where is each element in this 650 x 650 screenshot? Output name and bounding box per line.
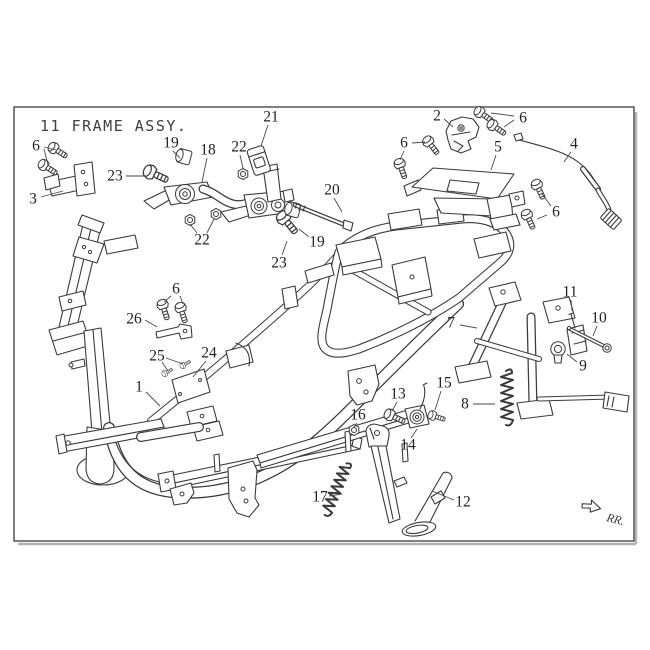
- part-callout-2: 2: [433, 108, 441, 125]
- part-callout-23: 23: [271, 255, 287, 272]
- part-callout-10: 10: [591, 310, 607, 327]
- part-callout-3: 3: [29, 191, 37, 208]
- leader-line-part-6: [179, 295, 184, 305]
- leader-line-part-18: [201, 157, 208, 183]
- leader-line-part-1: [145, 391, 161, 407]
- lock-cable-drawing: [513, 132, 622, 230]
- rr-label: RR.: [604, 510, 626, 528]
- rr-direction-marker: RR.: [581, 499, 626, 528]
- part-callout-6: 6: [552, 204, 560, 221]
- part-callout-17: 17: [312, 489, 328, 506]
- part-callout-13: 13: [390, 386, 406, 403]
- part-callout-4: 4: [570, 136, 578, 153]
- leader-line-part-22: [239, 154, 244, 169]
- part-callout-22: 22: [231, 139, 247, 156]
- stand-springs-drawing: [322, 368, 514, 517]
- front-bracket-drawing: [43, 161, 96, 197]
- seat-lock-drawing: [445, 116, 480, 154]
- leader-line-part-6: [163, 295, 172, 303]
- leader-line-part-16: [353, 422, 358, 428]
- leader-line-part-11: [570, 299, 573, 312]
- leader-line-part-4: [563, 151, 572, 163]
- leader-line-part-24: [192, 360, 207, 378]
- leader-line-part-2: [443, 118, 454, 128]
- part-callout-24: 24: [201, 345, 217, 362]
- leader-line-part-12: [431, 490, 455, 501]
- part-callout-18: 18: [200, 142, 216, 159]
- hardware-drawing: [35, 103, 612, 437]
- page-title: 11 FRAME ASSY.: [40, 117, 187, 135]
- part-callout-23: 23: [107, 168, 123, 185]
- leader-line-part-23: [281, 240, 288, 256]
- leader-line-part-14: [410, 428, 418, 439]
- leader-line-part-9: [566, 353, 578, 363]
- leader-line-part-25: [165, 357, 184, 365]
- part-callout-6: 6: [172, 281, 180, 298]
- side-stand-drawing: [365, 423, 453, 537]
- part-callout-1: 1: [135, 379, 143, 396]
- part-callout-5: 5: [494, 139, 502, 156]
- engine-hanger-drawing: [143, 163, 295, 223]
- leader-line-part-13: [391, 401, 398, 412]
- part-callout-20: 20: [324, 182, 340, 199]
- part-callout-11: 11: [563, 284, 578, 301]
- leader-line-part-10: [592, 325, 598, 337]
- carrier-bracket-drawing: [403, 167, 526, 231]
- leader-line-part-6: [43, 148, 49, 166]
- leader-line-part-6: [536, 214, 548, 220]
- part-callout-19: 19: [163, 135, 179, 152]
- leader-line-part-17: [328, 493, 343, 497]
- leader-line-part-15: [434, 390, 442, 411]
- leader-line-part-3: [40, 190, 64, 198]
- leader-line-part-6: [503, 119, 515, 128]
- part-callout-9: 9: [579, 358, 587, 375]
- leader-line-part-5: [490, 154, 497, 171]
- leader-line-part-19: [172, 150, 181, 159]
- part-callout-6: 6: [400, 135, 408, 152]
- leader-line-part-22: [189, 223, 198, 234]
- part-callout-7: 7: [447, 315, 455, 332]
- leader-line-part-6: [43, 146, 57, 151]
- leader-line-part-6: [490, 112, 515, 117]
- leader-line-part-6: [411, 141, 426, 144]
- part-callout-15: 15: [436, 375, 452, 392]
- leader-line-part-20: [333, 197, 343, 213]
- part-callout-6: 6: [519, 110, 527, 127]
- leader-line-part-25: [161, 361, 169, 372]
- leader-line-part-7: [459, 324, 478, 329]
- leader-line-part-19: [298, 228, 310, 238]
- part-callout-16: 16: [350, 407, 366, 424]
- part-callout-14: 14: [400, 437, 416, 454]
- leader-line-part-26: [144, 319, 158, 328]
- part-callout-6: 6: [32, 138, 40, 155]
- part-callout-21: 21: [263, 109, 279, 126]
- part-callout-19: 19: [309, 234, 325, 251]
- part-callout-25: 25: [149, 348, 165, 365]
- part-callout-8: 8: [461, 396, 469, 413]
- leader-line-part-21: [260, 124, 269, 147]
- leader-line-part-6: [399, 150, 405, 161]
- leader-line-part-6: [541, 193, 552, 207]
- center-stand-drawing: [454, 281, 630, 420]
- part-callout-26: 26: [126, 311, 142, 328]
- part-callout-22: 22: [194, 232, 210, 249]
- leader-line-part-22: [206, 218, 215, 234]
- rr-arrow-icon: [581, 499, 602, 513]
- part-callout-12: 12: [455, 494, 471, 511]
